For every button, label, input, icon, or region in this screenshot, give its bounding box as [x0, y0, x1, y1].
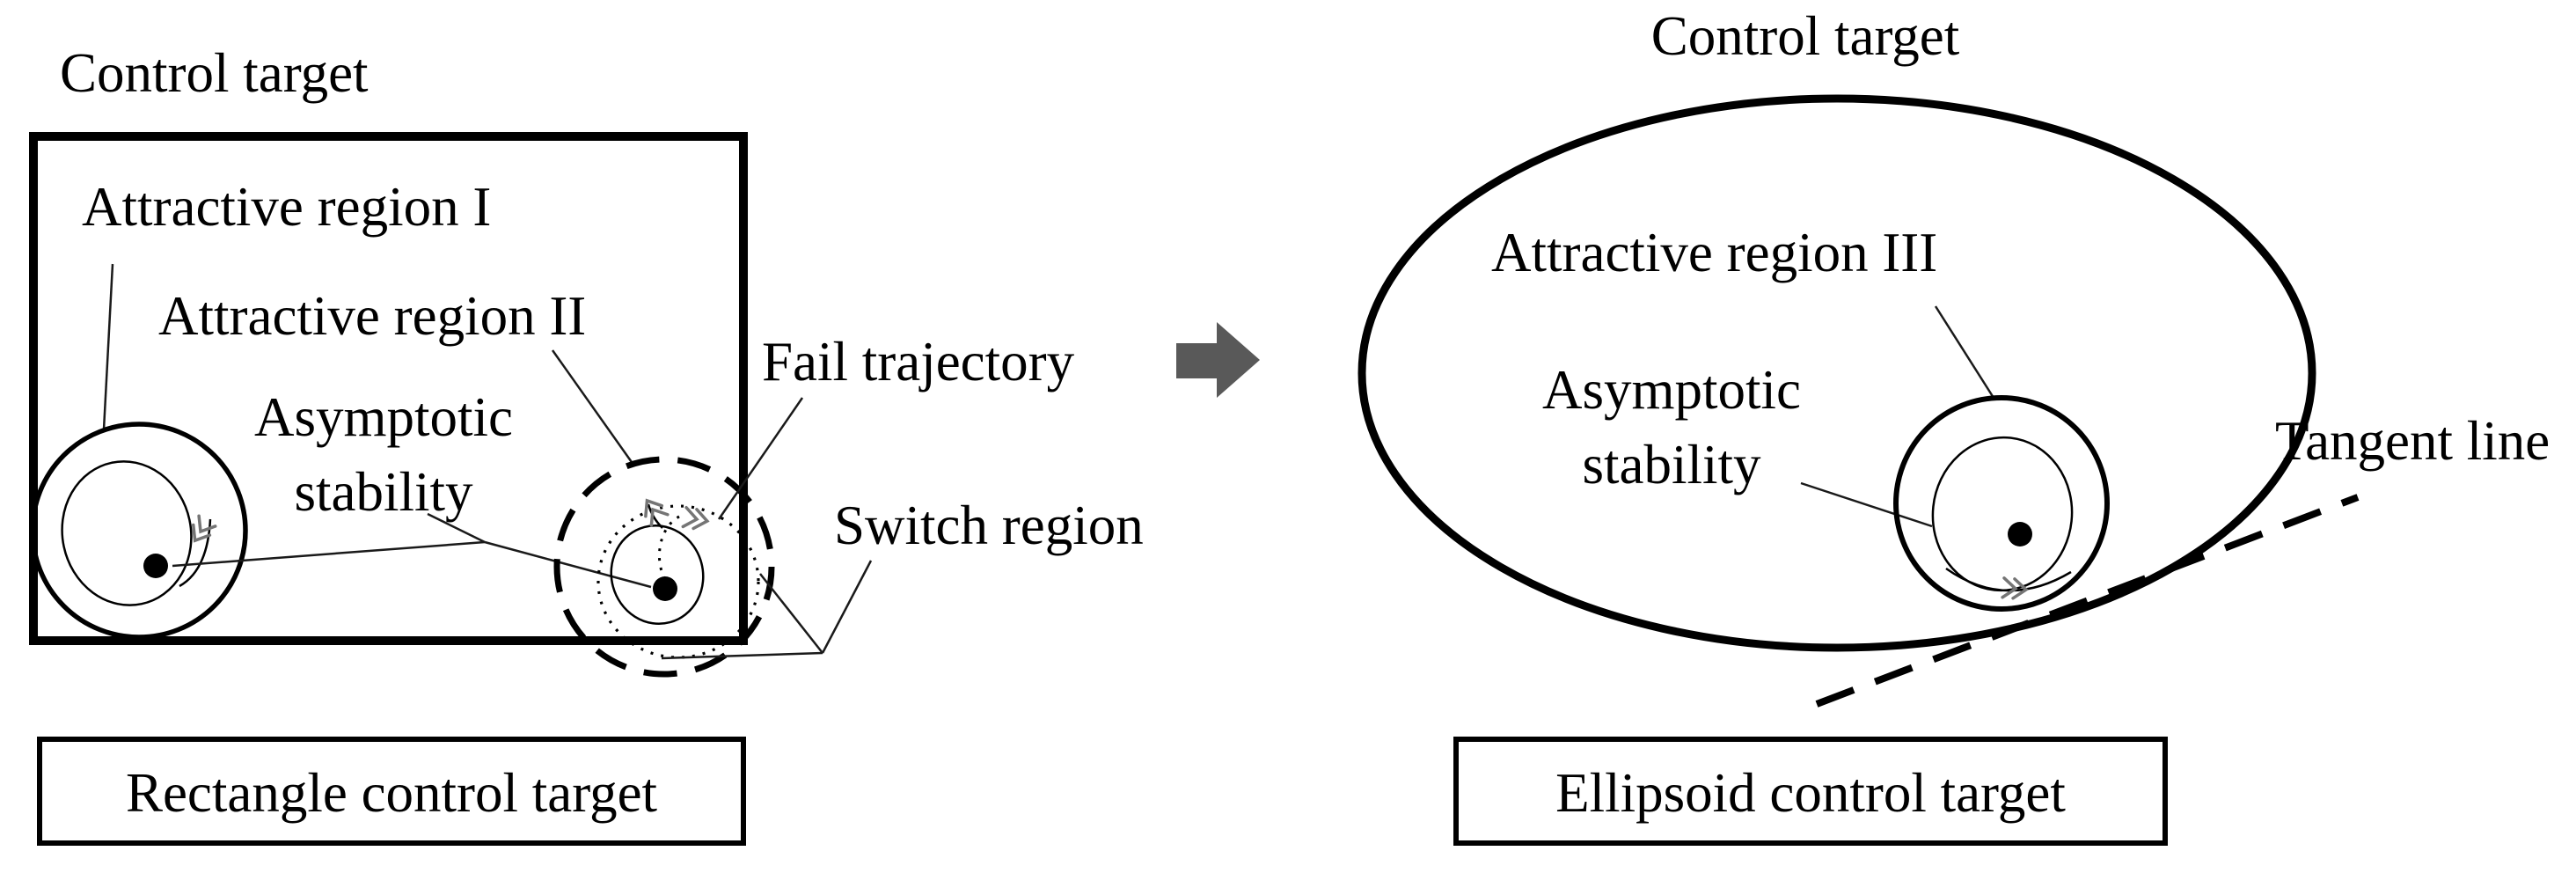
switch-region-leader-branch-2 — [661, 651, 823, 660]
asymptotic-leader-stem — [427, 512, 486, 544]
right-asymptotic-label-line2: stability — [1583, 434, 1761, 495]
attractive-region-3-spiral-loop — [1931, 436, 2074, 592]
left-asymptotic-label-line1: Asymptotic — [254, 386, 513, 448]
switch-region-leader-stem — [821, 560, 873, 654]
ellipsoid-control-target-outline — [1358, 94, 2316, 652]
attractive-region-1-leader — [102, 263, 114, 430]
left-asymptotic-label-line2: stability — [295, 461, 473, 523]
attractive-region-1-circle — [30, 422, 248, 640]
ellipsoid-caption-text: Ellipsoid control target — [1555, 762, 2066, 824]
trajectory-chevron-icon — [2001, 576, 2029, 600]
transform-arrow-icon — [1176, 322, 1260, 398]
attractive-region-2-label: Attractive region II — [158, 285, 586, 347]
rectangle-caption-box — [37, 737, 746, 846]
trajectory-chevron-icon — [644, 498, 670, 527]
right-asymptotic-label-line1: Asymptotic — [1542, 359, 1801, 421]
fail-trajectory-label: Fail trajectory — [762, 331, 1075, 392]
rectangle-control-target-outline — [29, 132, 748, 645]
asymptotic-leader-to-right-dot — [484, 540, 652, 589]
attractive-region-2-spiral-loop — [610, 525, 705, 625]
attractive-region-2-dashed-circle — [553, 456, 775, 678]
trajectory-chevron-icon — [191, 514, 217, 543]
attractive-region-1-spiral-loop — [61, 460, 193, 606]
right-asymptotic-leader — [1800, 481, 1933, 528]
equilibrium-dot-icon — [2008, 522, 2032, 547]
attractive-region-1-label: Attractive region I — [82, 176, 491, 238]
fail-trajectory-leader — [717, 397, 804, 520]
equilibrium-dot-icon — [653, 576, 677, 601]
right-figure: Control target Attractive region III Asy… — [1358, 5, 2550, 846]
equilibrium-dot-icon — [143, 554, 168, 578]
fail-trajectory-dotted-ellipse — [596, 504, 760, 659]
ellipsoid-caption-box — [1453, 737, 2168, 846]
attractive-region-3-leader — [1934, 305, 1995, 399]
attractive-region-2-leader — [551, 349, 635, 466]
rectangle-caption-text: Rectangle control target — [126, 762, 658, 824]
trajectory-chevron-icon — [681, 505, 710, 531]
right-figure-title: Control target — [1651, 5, 1960, 67]
asymptotic-leader-to-left-dot — [172, 540, 486, 568]
attractive-region-3-label: Attractive region III — [1491, 222, 1937, 283]
attractive-region-3-circle — [1893, 395, 2110, 612]
switch-region-label: Switch region — [834, 495, 1144, 556]
left-figure-title: Control target — [60, 42, 369, 104]
attractive-region-3-spiral-tail — [1945, 567, 2072, 592]
switch-region-leader-branch-1 — [759, 573, 823, 654]
tangent-line-label: Tangent line — [2275, 410, 2550, 472]
tangent-dashed-line — [1815, 494, 2360, 708]
left-figure: Control target Attractive region I Attra… — [29, 42, 1144, 846]
